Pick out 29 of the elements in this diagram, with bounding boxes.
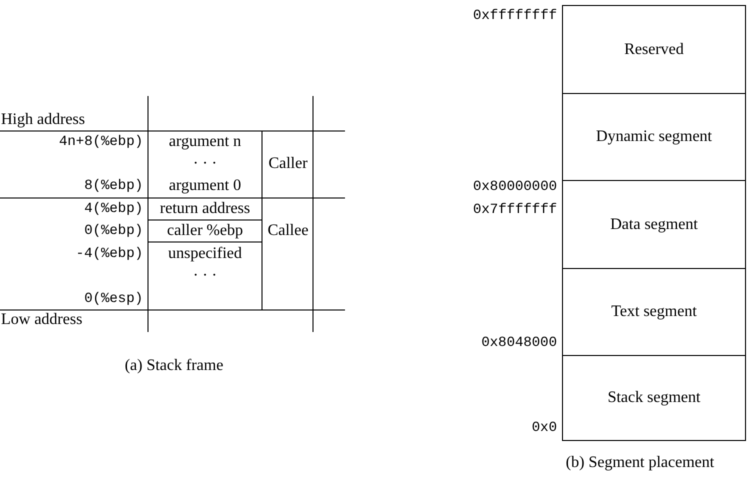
memory-segment: Dynamic segment [562,93,746,181]
address-text: 0xffffffff [472,7,557,25]
offset-text: 8(%ebp) [84,177,143,195]
slot-text: caller %ebp [167,222,243,240]
address-label: High address [1,111,85,129]
address-text: 0x0 [532,419,557,437]
slot-text: unspecified [168,245,242,263]
address-label: Low address [1,311,82,329]
address-text: 0x80000000 [472,178,557,196]
memory-segment: Data segment [562,180,746,269]
offset-text: -4(%ebp) [76,245,143,263]
offset-text: 0(%ebp) [84,222,143,240]
memory-segment: Reserved [562,5,746,94]
ellipsis: · · · [193,155,217,173]
memory-segment: Text segment [562,268,746,356]
region-label: Caller [268,155,308,173]
caption: (b) Segment placement [566,454,714,472]
offset-text: 4n+8(%ebp) [58,133,143,151]
offset-text: 0(%esp) [84,290,143,308]
slot-text: argument 0 [168,177,242,195]
slot-text: return address [160,200,250,218]
slot-text: argument n [168,133,242,151]
region-label: Callee [268,222,308,240]
address-text: 0x8048000 [481,334,557,352]
ellipsis: · · · [193,267,217,285]
caption: (a) Stack frame [124,357,224,375]
offset-text: 4(%ebp) [84,200,143,218]
address-text: 0x7fffffff [472,201,557,219]
memory-segment: Stack segment [562,355,746,441]
